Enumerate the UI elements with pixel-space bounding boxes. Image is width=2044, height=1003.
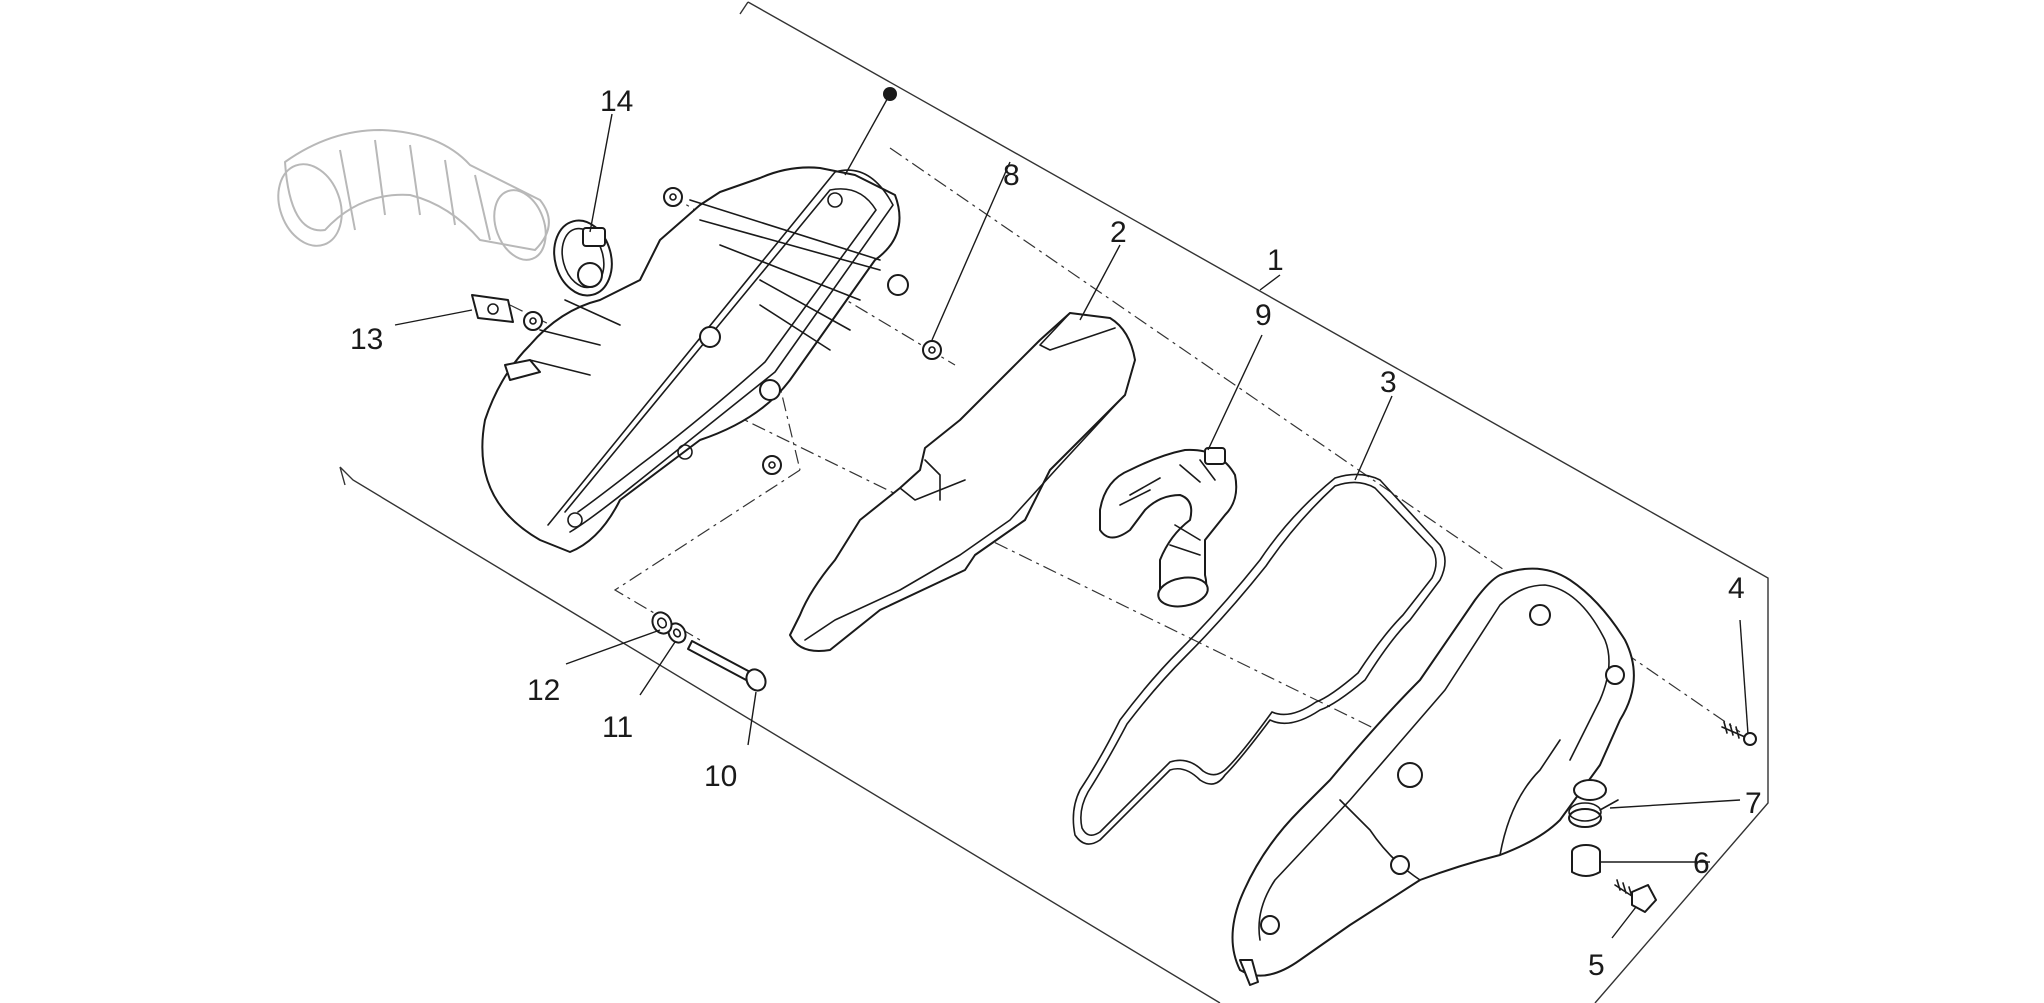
- part-12-washer: [651, 611, 673, 635]
- callout-14: 14: [600, 85, 633, 118]
- part-3-gasket: [1072, 473, 1446, 845]
- callout-9: 9: [1255, 299, 1272, 332]
- part-7-spring-clamp: [1568, 799, 1619, 828]
- callout-5: 5: [1588, 949, 1605, 982]
- part-6-drain-plug: [1571, 844, 1601, 877]
- callout-8: 8: [1003, 159, 1020, 192]
- filter-case-rear: [481, 166, 909, 553]
- callout-7: 7: [1745, 787, 1762, 820]
- callout-leaders: [394, 93, 1749, 939]
- callout-10: 10: [704, 760, 737, 793]
- part-4-screw: [1721, 721, 1757, 746]
- part-5-screw: [1614, 879, 1657, 913]
- callout-labels: 1 2 3 4 5 6 7 8 9 10 11 12 13 14: [350, 85, 1762, 982]
- callout-13: 13: [350, 323, 383, 356]
- assembly-frame: [339, 1, 1769, 1003]
- intake-hose-ghost: [277, 129, 550, 261]
- part-9-intake-tube: [1099, 447, 1238, 608]
- rubber-grommets: [523, 187, 942, 475]
- callout-2: 2: [1110, 216, 1127, 249]
- part-2-filter-element: [789, 312, 1136, 652]
- part-14-hose-clamp: [553, 219, 613, 297]
- part-1-filter-cover: [1231, 567, 1635, 986]
- callout-1: 1: [1267, 244, 1284, 277]
- callout-6: 6: [1693, 847, 1710, 880]
- callout-4: 4: [1728, 572, 1745, 605]
- callout-12: 12: [527, 674, 560, 707]
- callout-3: 3: [1380, 366, 1397, 399]
- part-13-clip-nut: [471, 294, 514, 323]
- callout-11: 11: [602, 711, 633, 744]
- part-10-bolt: [687, 640, 767, 692]
